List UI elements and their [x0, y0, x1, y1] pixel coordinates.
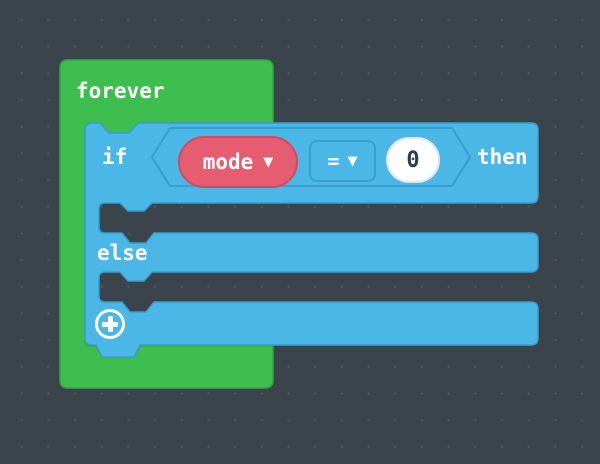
- chevron-down-icon: ▼: [347, 153, 358, 169]
- variable-name-label: mode: [202, 150, 254, 174]
- operator-label: =: [327, 149, 340, 173]
- number-value: 0: [406, 147, 420, 173]
- operator-dropdown[interactable]: = ▼: [309, 140, 376, 182]
- plus-icon: [98, 312, 122, 336]
- if-label: if: [102, 145, 128, 169]
- chevron-down-icon: ▼: [263, 154, 274, 170]
- then-label: then: [477, 145, 528, 169]
- expand-if-button[interactable]: [95, 309, 125, 339]
- variable-dropdown[interactable]: mode ▼: [178, 136, 298, 188]
- forever-label: forever: [76, 79, 165, 103]
- else-label: else: [97, 241, 148, 265]
- number-value-field[interactable]: 0: [386, 137, 440, 183]
